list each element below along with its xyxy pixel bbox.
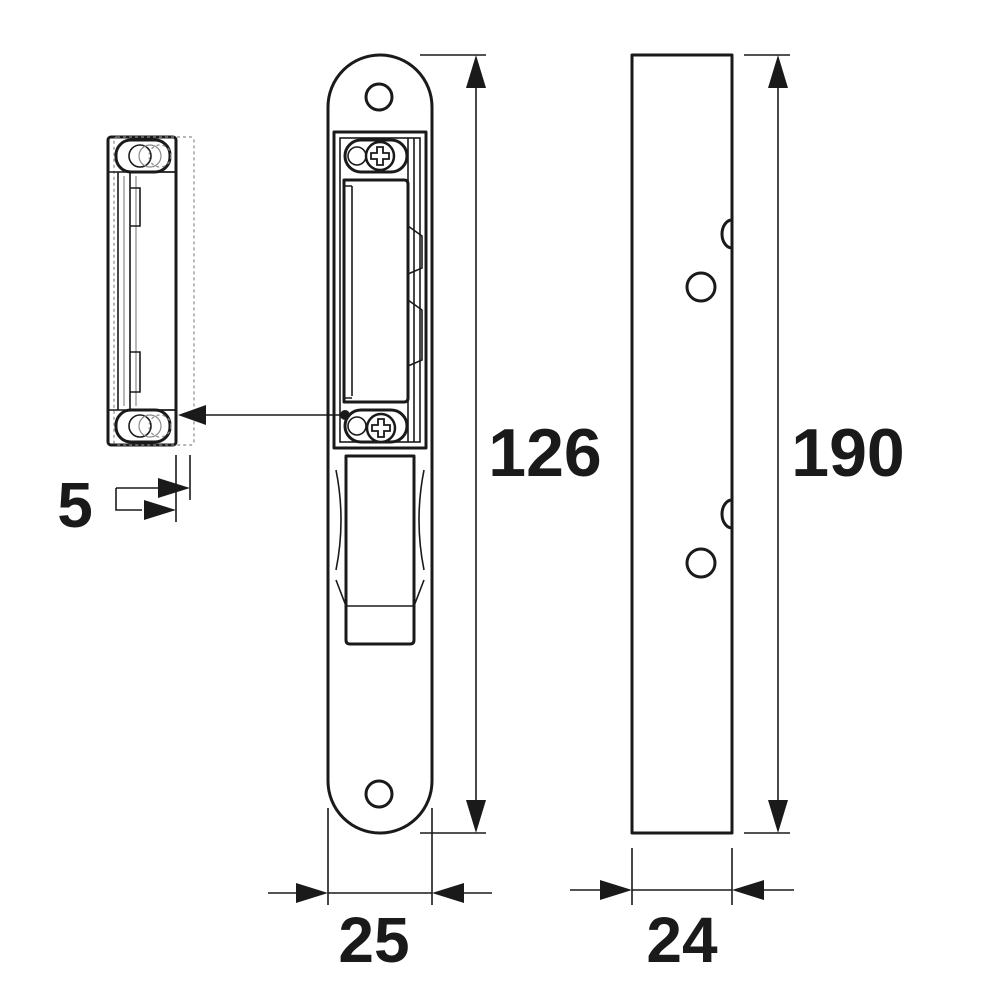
housing-lower-notch (720, 498, 734, 530)
offset-dimension-label: 5 (57, 469, 93, 541)
housing-outline (630, 53, 734, 835)
keeper-top-slot (114, 138, 172, 174)
faceplate-side-lugs (407, 225, 423, 367)
keeper-bottom-slot (114, 408, 172, 444)
faceplate-front-view (326, 53, 434, 835)
keeper-side-tabs (130, 187, 141, 393)
detail-leader-arrow (178, 405, 350, 425)
housing-width-dimension: 24 (570, 848, 794, 976)
housing-upper-hole (685, 271, 717, 303)
faceplate-length-dimension: 126 (420, 54, 602, 834)
top-screw-icon (364, 140, 396, 172)
housing-length-dimension: 190 (744, 54, 905, 834)
keeper-inner-ghost (123, 176, 137, 406)
faceplate-length-label: 126 (488, 415, 601, 491)
faceplate-width-label: 25 (338, 904, 409, 976)
housing-lower-hole (685, 547, 717, 579)
keeper-top-screw-slot (343, 138, 409, 174)
faceplate-bottom-mounting-hole (364, 779, 394, 809)
housing-side-view (630, 53, 734, 835)
housing-upper-notch (720, 218, 734, 250)
faceplate-outline (326, 53, 434, 835)
keeper-offset-ghost (113, 136, 195, 446)
faceplate-width-dimension: 25 (268, 808, 492, 976)
keeper-frame (332, 130, 428, 450)
keeper-detail-view (106, 135, 195, 447)
housing-length-label: 190 (791, 415, 904, 491)
latch-tongue (344, 454, 416, 646)
latch-opening (342, 178, 410, 404)
keeper-inner-profile (117, 171, 176, 411)
housing-width-label: 24 (646, 904, 718, 976)
faceplate-top-mounting-hole (364, 82, 394, 112)
bottom-screw-icon (365, 412, 397, 444)
offset-dimension: 5 (57, 455, 191, 541)
